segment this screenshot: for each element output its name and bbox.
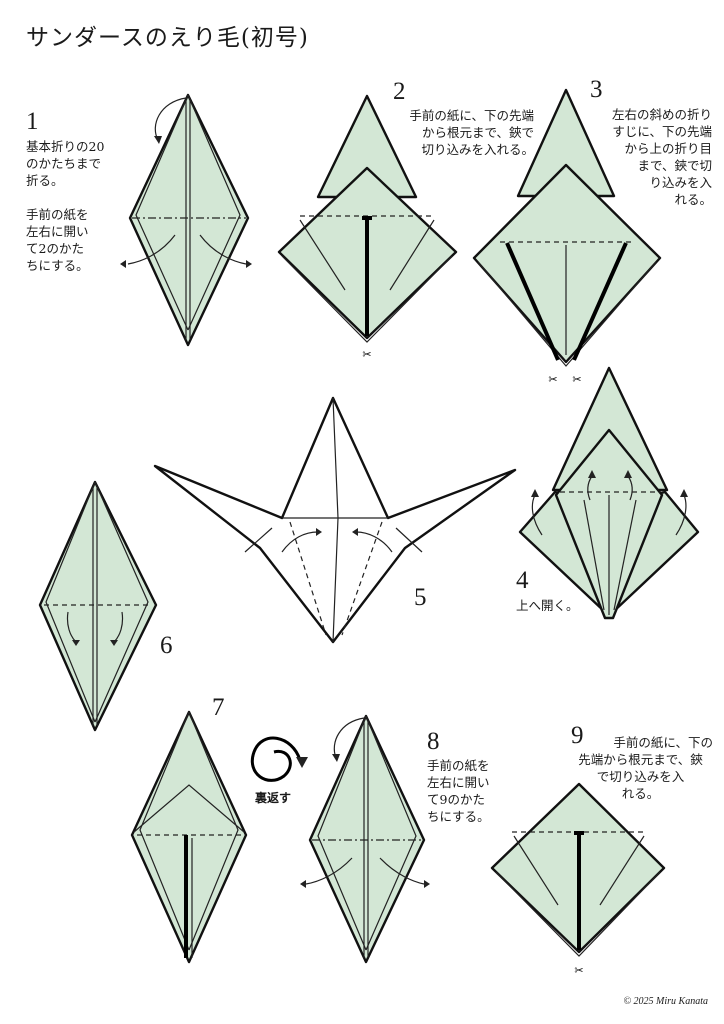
scissors-icon: ✂: [574, 964, 583, 977]
turn-over-label: 裏返す: [255, 791, 292, 805]
scissors-icon: ✂: [572, 373, 581, 386]
step-4-text: 上へ開く。: [516, 598, 579, 613]
scissors-icon: ✂: [362, 348, 371, 361]
step-9-text: 手前の紙に、下の先端から根元まで、鋏で切り込みを入れる。: [578, 735, 713, 801]
step-1-number: 1: [26, 108, 39, 135]
step-2-number: 2: [393, 78, 406, 105]
step-6-number: 6: [160, 632, 173, 659]
step-2-text: 手前の紙に、下の先端から根元まで、鋏で切り込みを入れる。: [409, 108, 534, 157]
kite-shape: [38, 480, 158, 732]
copyright: © 2025 Miru Kanata: [623, 996, 708, 1007]
step-4-number: 4: [516, 567, 529, 594]
page-title: サンダースのえり毛(初号): [26, 25, 309, 51]
step-9-number: 9: [571, 722, 584, 749]
step-7-number: 7: [212, 694, 225, 721]
step-3-number: 3: [590, 76, 603, 103]
step-3-text: 左右の斜めの折りすじに、下の先端から上の折り目 まで、鋏で切り込みを入れる。: [611, 107, 712, 207]
step-5-number: 5: [414, 584, 427, 611]
kite-shape: [308, 714, 426, 964]
scissors-icon: ✂: [548, 373, 557, 386]
step-8-number: 8: [427, 728, 440, 755]
step-8-text: 手前の紙を左右に開いて9のかたちにする。: [427, 758, 490, 824]
diamond-shape: [472, 163, 662, 364]
kite-shape: [128, 93, 250, 347]
kite-shape: [130, 710, 248, 964]
